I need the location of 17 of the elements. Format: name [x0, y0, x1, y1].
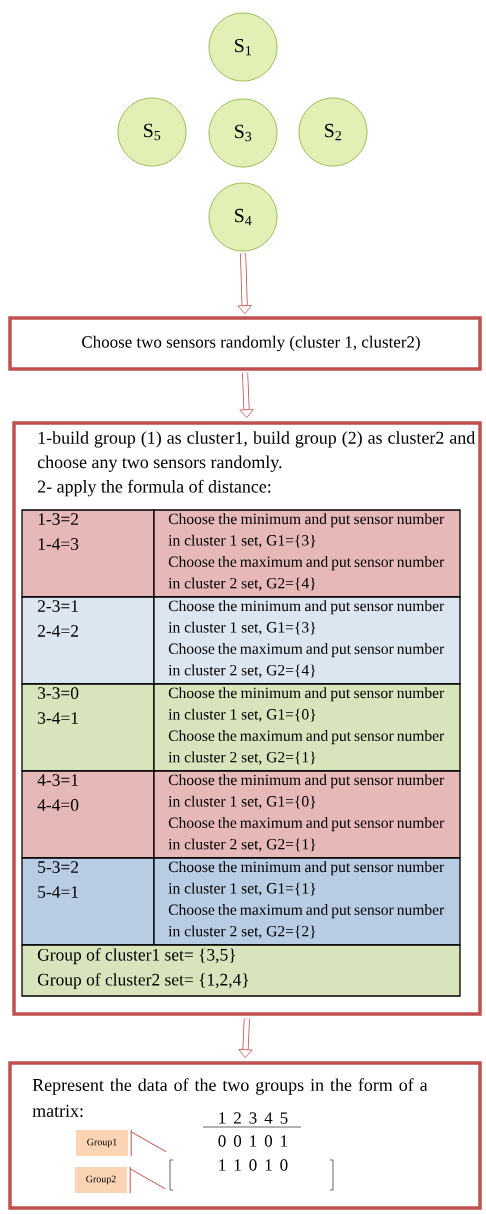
- table-cell: 3-3=0 3-4=1: [21, 683, 155, 772]
- leader-line: [129, 1166, 166, 1194]
- table-cell: Group of cluster1 set= {3,5} Group of cluster2 set= {1,2,4}: [21, 944, 461, 997]
- leader-line: [130, 1129, 167, 1157]
- table-cell: 5-3=2 5-4=1: [21, 857, 155, 946]
- matrix-row: 0 0 1 0 1: [218, 1135, 288, 1147]
- table-cell: 4-3=1 4-4=0: [21, 770, 155, 859]
- matrix-row: 1 2 3 4 5: [219, 1112, 288, 1124]
- matrix-row: 1 1 0 1 0: [219, 1159, 288, 1171]
- group-label: Group1: [76, 1130, 128, 1156]
- process-box: Choose two sensors randomly (cluster 1, cluster2): [8, 316, 482, 371]
- block-arrow: [237, 253, 252, 315]
- table-cell: 2-3=1 2-4=2: [21, 596, 155, 685]
- group-label: Group2: [75, 1167, 127, 1193]
- block-arrow: [238, 1018, 253, 1059]
- table-cell: 1-3=2 1-4=3: [21, 509, 155, 598]
- block-arrow: [239, 372, 254, 419]
